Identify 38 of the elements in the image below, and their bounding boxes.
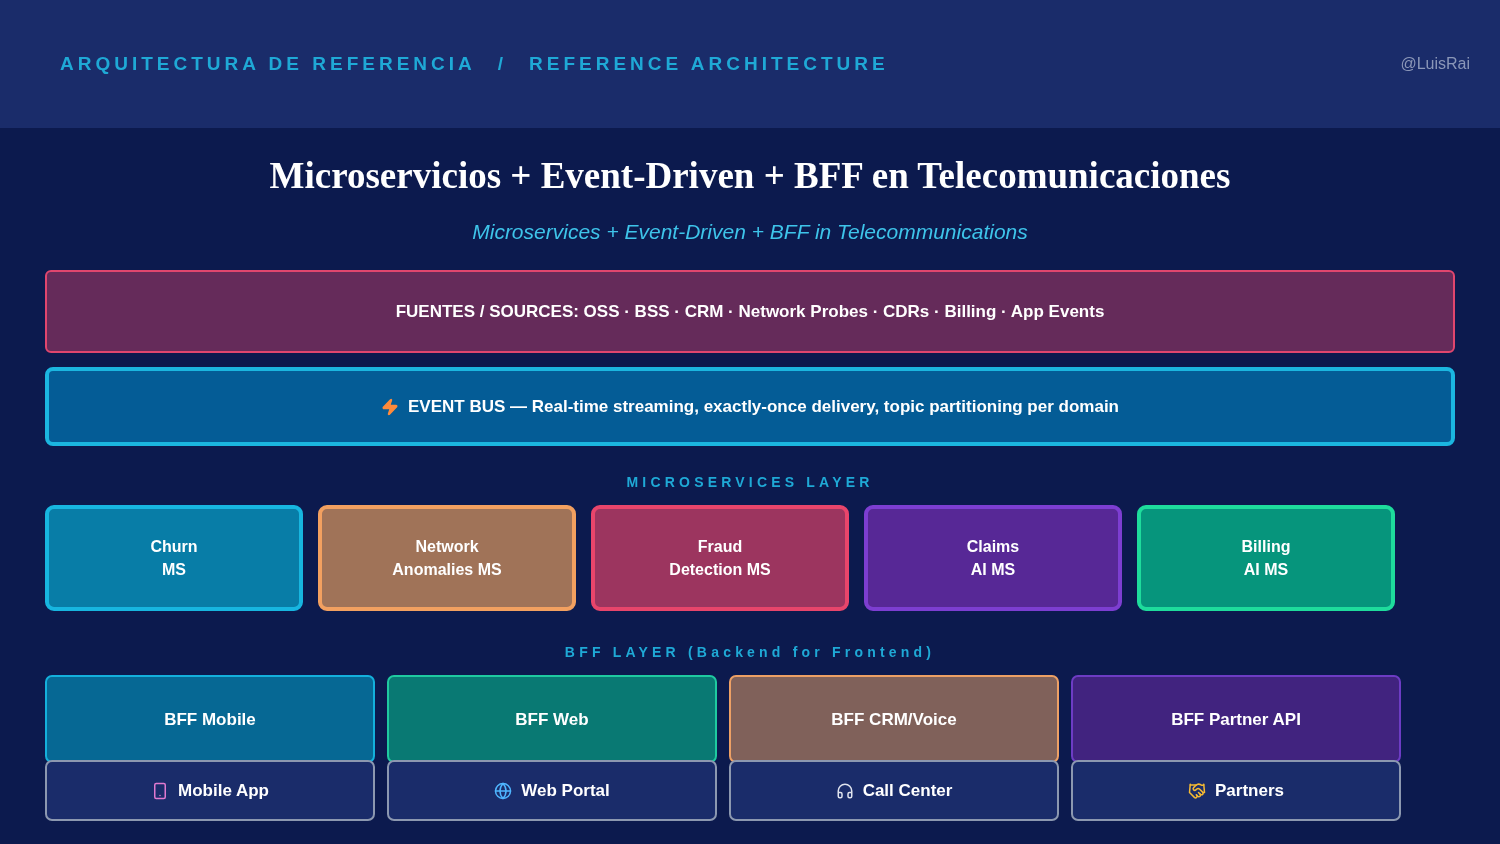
node-label: Fraud Detection MS [668,537,772,580]
microservice-box [45,505,303,611]
client-box [45,760,375,821]
title: Microservicios + Event-Driven + BFF en Telecomunicaciones [268,154,1232,197]
node-label: BFF Web [515,708,589,731]
layer-label: MICROSERVICES LAYER [625,474,875,490]
header-title: REFERENCE ARCHITECTURE [529,53,889,75]
node-label: BFF Mobile [164,708,256,731]
node-label: BFF Partner API [1171,708,1301,731]
bff-box [1071,675,1401,763]
bff-box [387,675,717,763]
node-label: Mobile App [178,780,269,802]
author-handle: @LuisRai [1400,55,1470,73]
header-title: ARQUITECTURA DE REFERENCIA [60,53,476,75]
microservice-box [318,505,576,611]
node-label: Churn MS [149,537,199,580]
client-box [387,760,717,821]
node-label: Billing AI MS [1240,537,1292,580]
node-label: EVENT BUS — Real-time streaming, exactly-once delivery, topic partitioning per domain [408,396,1119,418]
source-band [45,270,1455,353]
microservice-box [591,505,849,611]
node-label: Web Portal [521,780,610,802]
node-label: Call Center [862,780,953,802]
client-box [1071,760,1401,821]
microservice-box [1137,505,1395,611]
subtitle: Microservices + Event-Driven + BFF in Telecommunications [471,220,1029,244]
node-label: FUENTES / SOURCES: OSS · BSS · CRM · Network Probes · CDRs · Billing · App Events [395,301,1105,323]
node-label: Claims AI MS [965,537,1021,580]
header-separator: / [497,53,508,75]
node-label: Partners [1215,780,1284,802]
microservice-box [864,505,1122,611]
layer-label: BFF LAYER (Backend for Frontend) [563,644,937,660]
bff-box [729,675,1059,763]
bff-box [45,675,375,763]
client-box [729,760,1059,821]
node-label: Network Anomalies MS [391,537,503,580]
node-label: BFF CRM/Voice [831,708,957,731]
event-bus-band [45,367,1455,446]
